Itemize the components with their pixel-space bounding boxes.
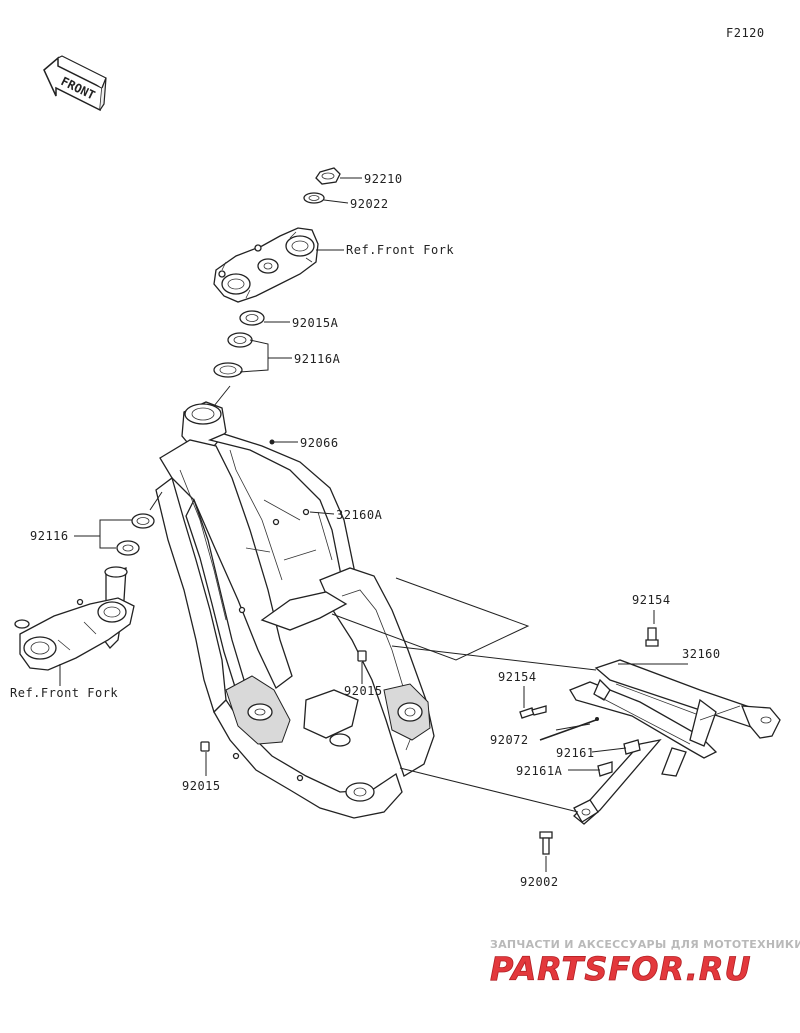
main-frame (155, 401, 435, 819)
race-upper (213, 362, 243, 378)
plug-92015-center (357, 650, 367, 662)
bolt-92154-upper (645, 627, 659, 647)
lower-triple-clamp (14, 566, 135, 671)
callout-92015A: 92015A (292, 316, 339, 330)
callout-ref-front-fork-lower: Ref.Front Fork (10, 686, 118, 700)
race-lower (131, 513, 155, 529)
callout-92154-left: 92154 (498, 670, 537, 684)
nut-92210 (315, 167, 341, 185)
clip-92161A (597, 761, 613, 777)
upper-triple-clamp (213, 227, 319, 303)
callout-92015-left: 92015 (182, 779, 221, 793)
band-92072 (539, 717, 599, 741)
front-arrow-icon: FRONT (43, 55, 107, 112)
clip-92161 (623, 739, 641, 755)
seal-92015A (239, 310, 265, 326)
diagram-code: F2120 (726, 26, 765, 40)
bolt-92002 (539, 831, 553, 855)
callout-92022: 92022 (350, 197, 389, 211)
callout-92072: 92072 (490, 733, 529, 747)
leader-lines (59, 177, 688, 872)
washer-92022 (303, 192, 325, 204)
callout-92116: 92116 (30, 529, 69, 543)
callout-92210: 92210 (364, 172, 403, 186)
callout-92161: 92161 (556, 746, 595, 760)
watermark: ЗАПЧАСТИ И АКСЕССУАРЫ ДЛЯ МОТОТЕХНИКИ PA… (490, 938, 800, 988)
bearing-lower (116, 540, 140, 556)
callout-92066: 92066 (300, 436, 339, 450)
callout-32160: 32160 (682, 647, 721, 661)
callout-92161A: 92161A (516, 764, 563, 778)
watermark-caption: ЗАПЧАСТИ И АКСЕССУАРЫ ДЛЯ МОТОТЕХНИКИ (490, 938, 800, 951)
watermark-logo: PARTSFOR.RU (490, 950, 751, 988)
bearing-upper (227, 332, 253, 348)
callout-92154-upper: 92154 (632, 593, 671, 607)
callout-92002: 92002 (520, 875, 559, 889)
callout-ref-front-fork-upper: Ref.Front Fork (346, 243, 454, 257)
callout-labels: 92210 92022 Ref.Front Fork 92015A 92116A… (10, 172, 721, 889)
plug-92015-left (200, 741, 210, 752)
callout-32160A: 32160A (336, 508, 383, 522)
bolt-92154-left (519, 705, 547, 719)
subframe (569, 659, 781, 825)
callout-92015-center: 92015 (344, 684, 383, 698)
callout-92116A: 92116A (294, 352, 341, 366)
